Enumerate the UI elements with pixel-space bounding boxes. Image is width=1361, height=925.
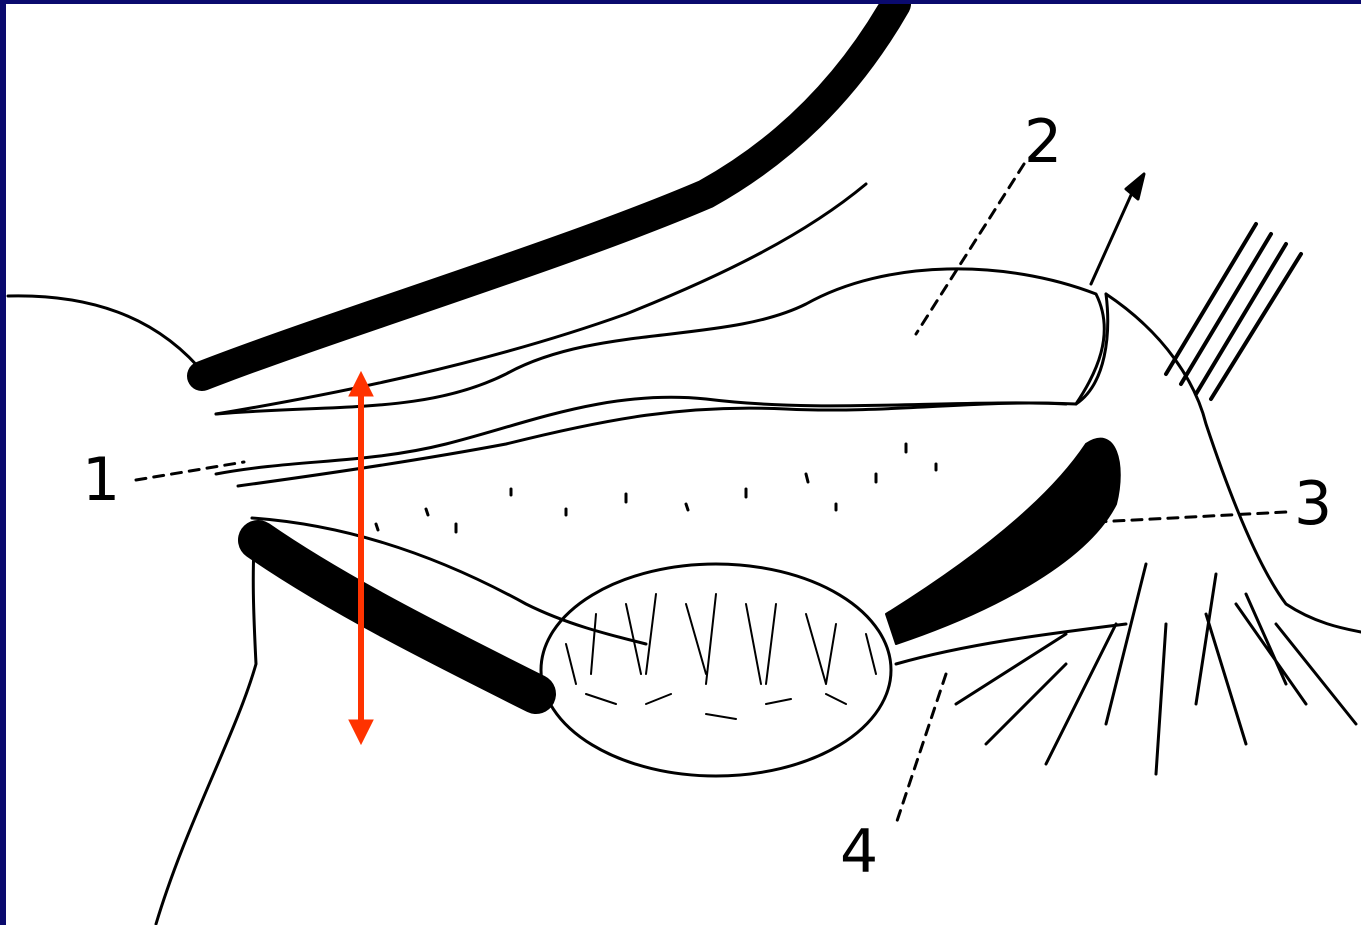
upper-outline — [8, 296, 206, 376]
leader-3 — [1096, 512, 1286, 522]
measurement-arrow — [349, 372, 373, 744]
fibers-top-right — [1166, 224, 1301, 399]
small-up-arrow — [1091, 184, 1136, 284]
label-4: 4 — [840, 822, 878, 882]
lower-wall-band — [258, 540, 536, 694]
label-2: 2 — [1024, 112, 1062, 172]
texture-dots — [376, 444, 936, 532]
label-3: 3 — [1294, 474, 1332, 534]
leader-2 — [916, 164, 1024, 334]
diagram-canvas: 1 2 3 4 — [6, 4, 1361, 925]
label-1: 1 — [82, 450, 120, 510]
upper-wall-band — [202, 4, 896, 376]
ovoid-hatching — [566, 594, 876, 719]
right-outline — [1106, 294, 1361, 632]
leader-4 — [896, 674, 946, 824]
anatomy-illustration — [6, 4, 1361, 925]
dark-crescent — [886, 439, 1120, 644]
